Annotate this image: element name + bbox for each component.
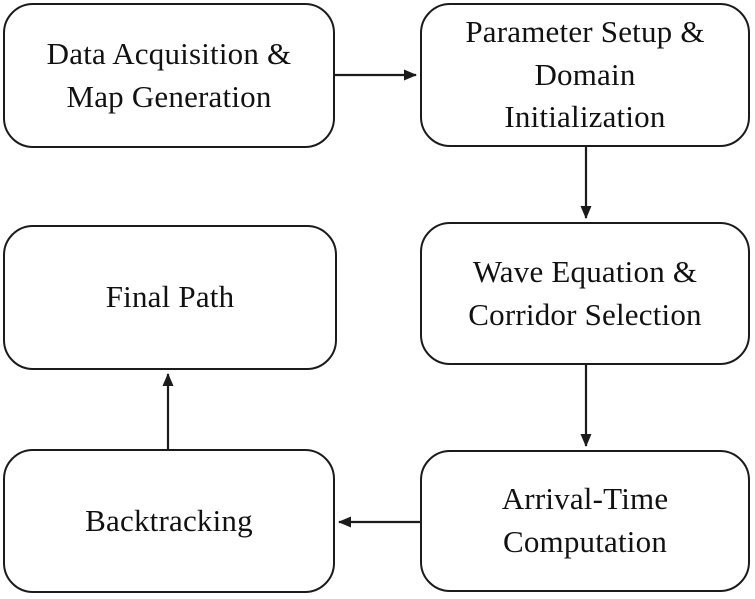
node-arrival-time-label: Arrival-Time Computation (501, 481, 669, 559)
node-backtracking: Backtracking (3, 449, 335, 593)
node-final-path-label: Final Path (105, 279, 235, 315)
node-data-acquisition: Data Acquisition & Map Generation (3, 3, 335, 148)
node-final-path: Final Path (3, 225, 337, 370)
node-backtracking-label: Backtracking (85, 502, 253, 538)
node-parameter-setup: Parameter Setup & Domain Initialization (420, 3, 750, 147)
node-data-acquisition-label: Data Acquisition & Map Generation (46, 35, 292, 114)
node-wave-equation-label: Wave Equation & Corridor Selection (468, 253, 702, 332)
node-parameter-setup-label: Parameter Setup & Domain Initialization (465, 13, 705, 135)
node-arrival-time: Arrival-Time Computation (420, 450, 750, 592)
node-wave-equation: Wave Equation & Corridor Selection (420, 222, 750, 365)
